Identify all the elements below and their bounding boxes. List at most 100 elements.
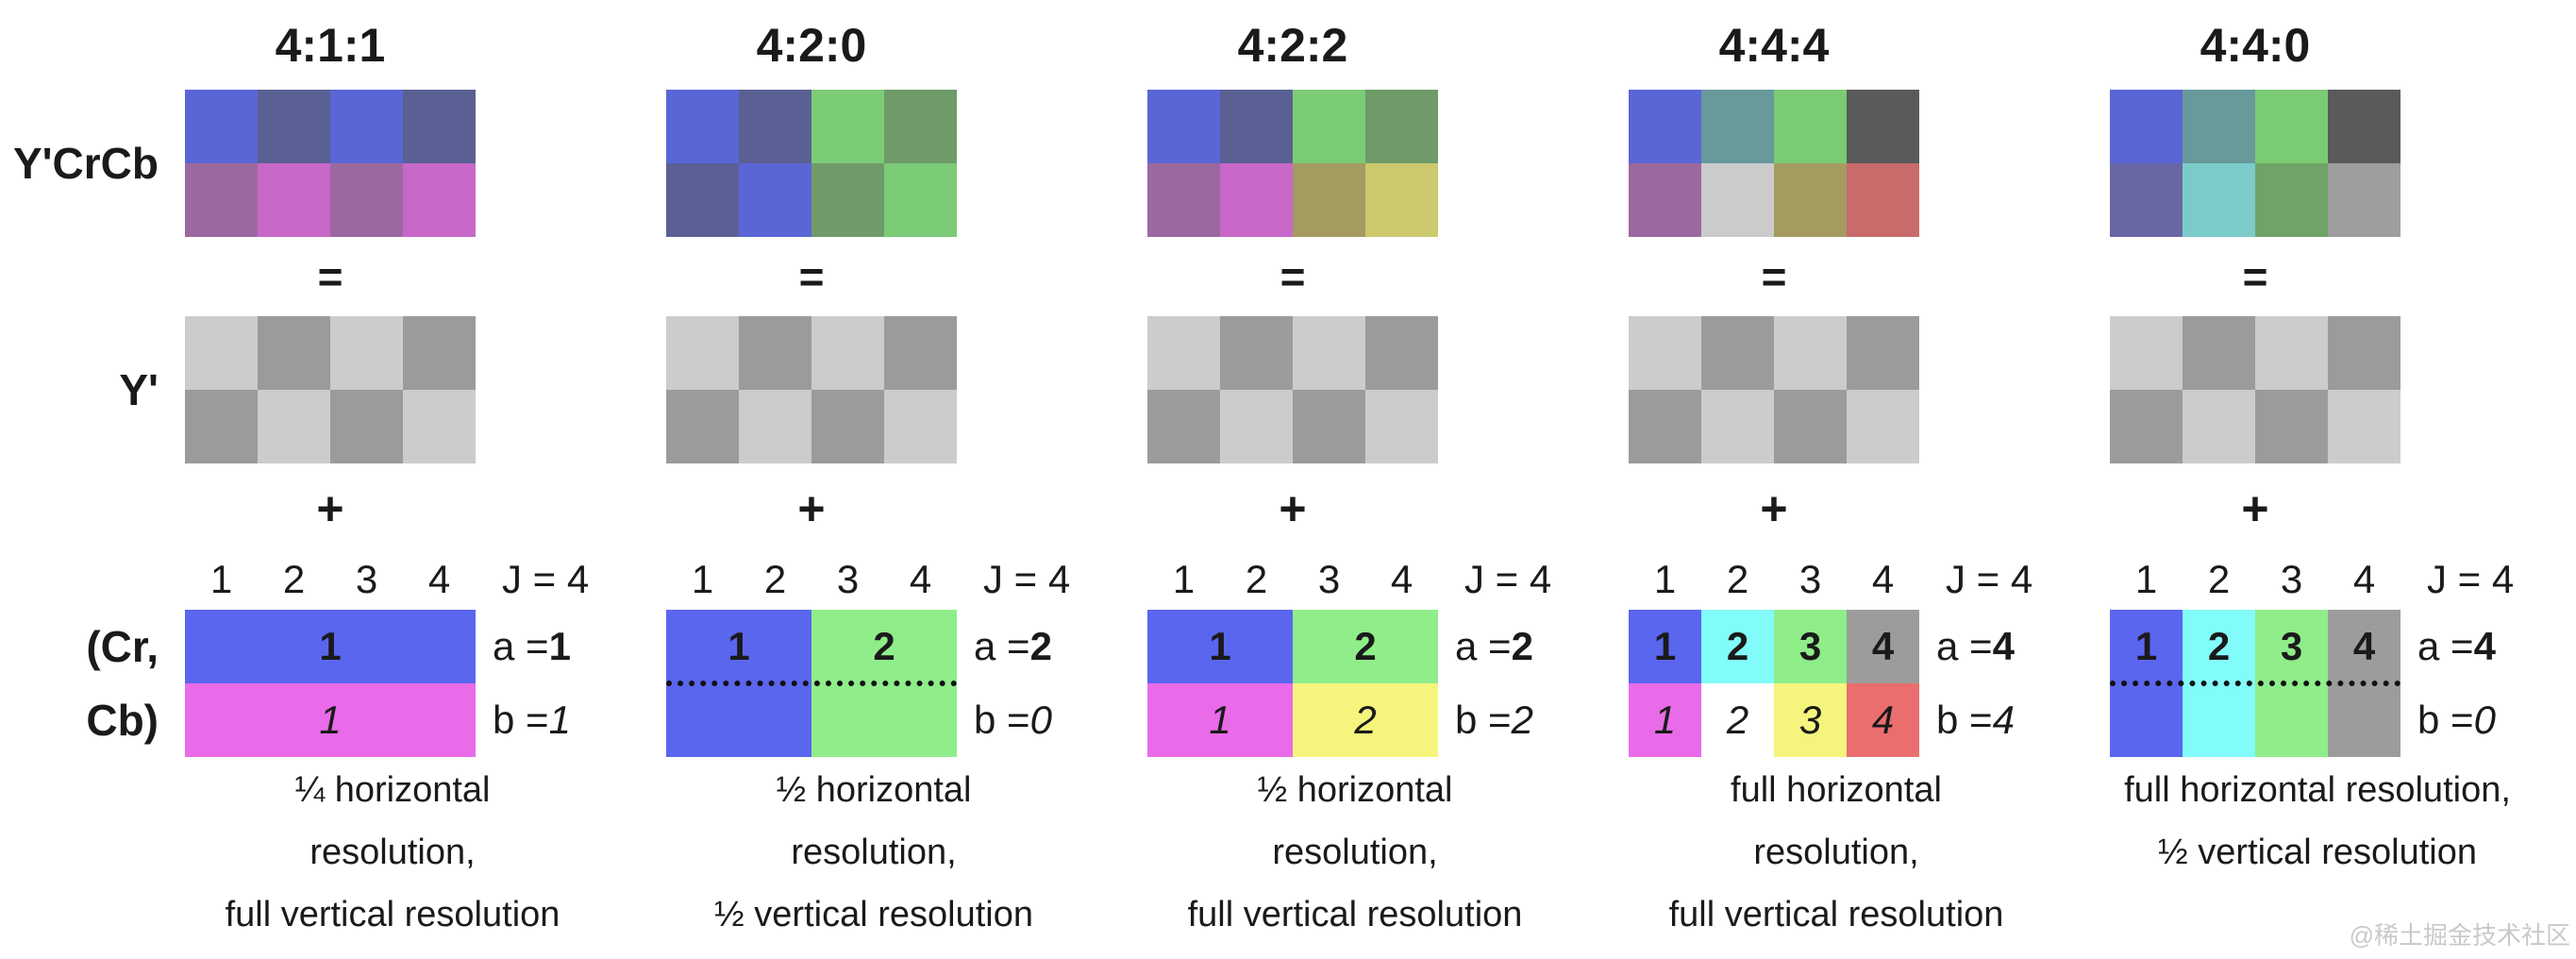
ycrcb-cell bbox=[1365, 90, 1438, 163]
j-label: J = 4 bbox=[2427, 557, 2515, 601]
luma-cell bbox=[1629, 390, 1701, 463]
ycrcb-matrix bbox=[1629, 90, 1919, 237]
ycrcb-matrix bbox=[2110, 90, 2400, 237]
ycrcb-cell bbox=[1701, 163, 1774, 237]
ycrcb-cell bbox=[2328, 90, 2400, 163]
caption-line: resolution, bbox=[791, 833, 957, 872]
luma-cell bbox=[2183, 316, 2255, 390]
scheme-caption: full horizontal resolution, ½ vertical r… bbox=[2100, 759, 2534, 883]
chroma-cell-label: 3 bbox=[2280, 624, 2303, 668]
chroma-cell-label: 2 bbox=[2207, 624, 2231, 668]
chroma-cell-label: 1 bbox=[728, 624, 750, 668]
caption-line: full vertical resolution bbox=[1668, 895, 2004, 934]
ycrcb-cell bbox=[403, 90, 476, 163]
equals-operator: = bbox=[2242, 252, 2268, 301]
field-divider-dotted-line bbox=[2110, 681, 2400, 686]
chroma-cell-label: 4 bbox=[1871, 698, 1895, 742]
chroma-cell-label: 4 bbox=[1871, 624, 1895, 668]
ycrcb-cell bbox=[330, 90, 403, 163]
plus-operator: + bbox=[316, 482, 344, 535]
plus-operator: + bbox=[1279, 482, 1307, 535]
chroma-cell-label: 2 bbox=[873, 624, 895, 668]
chroma-cell-label: 2 bbox=[1354, 624, 1377, 668]
luma-cell bbox=[1220, 316, 1293, 390]
chroma-cell: 1 bbox=[1629, 610, 1701, 683]
a-prefix: a = bbox=[2417, 624, 2474, 668]
ycrcb-cell bbox=[884, 90, 957, 163]
caption-line: ½ vertical resolution bbox=[2158, 833, 2477, 872]
ycrcb-cell bbox=[2255, 163, 2328, 237]
field-divider-dotted-line bbox=[666, 681, 957, 686]
a-prefix: a = bbox=[1936, 624, 1993, 668]
sample-index: 3 bbox=[836, 557, 860, 601]
sample-index: 2 bbox=[2207, 557, 2231, 601]
ycrcb-matrix bbox=[666, 90, 957, 237]
chroma-matrix: 1 2 3 4 J = 4 1 2 a = 2 1 2 b = 2 bbox=[1147, 557, 1619, 757]
scheme-column-440: 4:4:0 = + 1 2 3 4 J = 4 1 2 3 4 a = 4 b … bbox=[2100, 0, 2576, 959]
a-value-label: a = 2 bbox=[1438, 610, 1619, 683]
ycrcb-cell bbox=[330, 163, 403, 237]
equals-operator: = bbox=[1280, 252, 1306, 301]
plus-operator: + bbox=[2241, 482, 2269, 535]
b-value-label: b = 2 bbox=[1438, 683, 1619, 757]
j-label: J = 4 bbox=[1464, 557, 1552, 601]
sample-index: 4 bbox=[427, 557, 451, 601]
scheme-caption: full horizontal resolution, full vertica… bbox=[1619, 759, 2053, 946]
luma-cell bbox=[330, 316, 403, 390]
sample-index: 1 bbox=[2134, 557, 2158, 601]
ycrcb-cell bbox=[1774, 90, 1847, 163]
ycrcb-cell bbox=[1220, 163, 1293, 237]
a-value: 2 bbox=[1029, 624, 1052, 668]
luma-cell bbox=[403, 316, 476, 390]
ycrcb-cell bbox=[1774, 163, 1847, 237]
chroma-cell-label: 2 bbox=[1354, 698, 1377, 742]
chroma-cell: 1 bbox=[1147, 610, 1293, 683]
chroma-cell: 1 bbox=[185, 683, 476, 757]
ycrcb-cell bbox=[2255, 90, 2328, 163]
b-value-label: b = 1 bbox=[476, 683, 657, 757]
luma-cell bbox=[666, 390, 739, 463]
b-value-label: b = 0 bbox=[2400, 683, 2576, 757]
a-value-label: a = 4 bbox=[2400, 610, 2576, 683]
a-prefix: a = bbox=[493, 624, 549, 668]
luma-cell bbox=[185, 390, 258, 463]
chroma-cell: 1 bbox=[1147, 683, 1293, 757]
sample-index: 1 bbox=[691, 557, 714, 601]
equals-operator: = bbox=[1761, 252, 1787, 301]
caption-line: ¼ horizontal bbox=[294, 770, 491, 810]
ycrcb-cell bbox=[666, 90, 739, 163]
luma-matrix bbox=[666, 316, 957, 463]
luma-cell bbox=[2255, 390, 2328, 463]
caption-line: full horizontal resolution, bbox=[2124, 770, 2511, 810]
sample-index: 2 bbox=[1726, 557, 1749, 601]
b-prefix: b = bbox=[2417, 698, 2474, 742]
chroma-matrix: 1 2 3 4 J = 4 1 2 3 4 a = 4 b = 0 bbox=[2110, 557, 2576, 757]
luma-cell bbox=[1365, 390, 1438, 463]
b-value: 0 bbox=[2473, 698, 2496, 742]
luma-cell bbox=[884, 390, 957, 463]
a-value: 4 bbox=[1992, 624, 2015, 668]
b-prefix: b = bbox=[1936, 698, 1993, 742]
luma-cell bbox=[811, 390, 884, 463]
ycrcb-cell bbox=[2110, 90, 2183, 163]
luma-matrix bbox=[185, 316, 476, 463]
b-value-label: b = 4 bbox=[1919, 683, 2100, 757]
plus-operator: + bbox=[1760, 482, 1788, 535]
luma-cell bbox=[1774, 390, 1847, 463]
ycrcb-cell bbox=[1293, 163, 1365, 237]
b-prefix: b = bbox=[974, 698, 1030, 742]
luma-cell bbox=[185, 316, 258, 390]
scheme-caption: ¼ horizontal resolution, full vertical r… bbox=[176, 759, 610, 946]
chroma-cell: 4 bbox=[1847, 683, 1919, 757]
chroma-cell: 3 bbox=[1774, 683, 1847, 757]
scheme-title: 4:1:1 bbox=[275, 18, 386, 72]
a-prefix: a = bbox=[1455, 624, 1512, 668]
b-prefix: b = bbox=[1455, 698, 1512, 742]
ycrcb-cell bbox=[2183, 90, 2255, 163]
chroma-row-label-line2: Cb) bbox=[86, 696, 159, 745]
luma-cell bbox=[1293, 316, 1365, 390]
b-value: 2 bbox=[1511, 698, 1533, 742]
ycrcb-matrix bbox=[185, 90, 476, 237]
scheme-caption: ½ horizontal resolution, full vertical r… bbox=[1138, 759, 1572, 946]
chroma-row-label: (Cr,Cb) bbox=[86, 610, 159, 757]
